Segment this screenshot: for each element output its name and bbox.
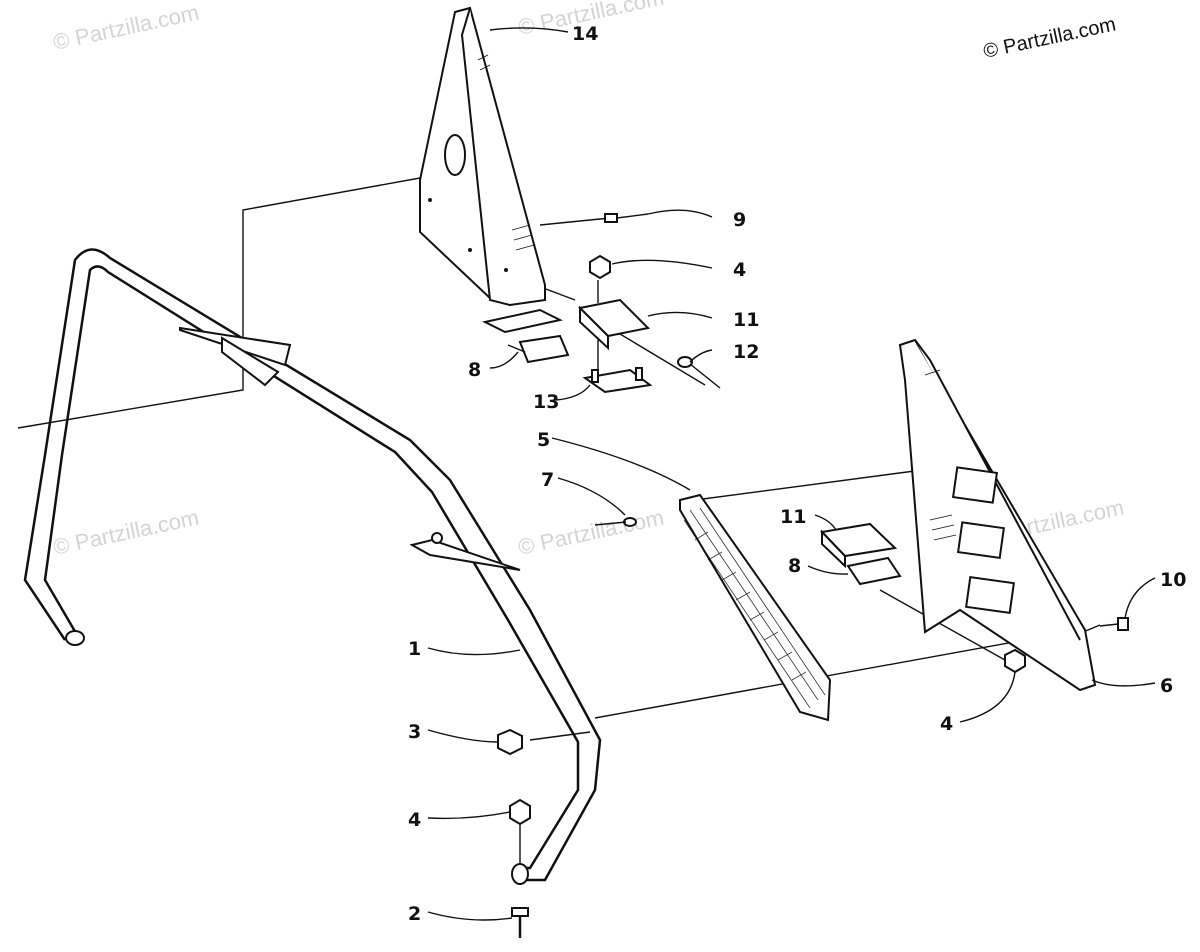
callout-8-lower: 8 — [788, 555, 801, 577]
callout-11-lower: 11 — [780, 506, 806, 528]
callout-5: 5 — [537, 429, 550, 451]
bracket-part-6 — [898, 338, 1097, 692]
callout-2: 2 — [408, 903, 421, 925]
callout-13: 13 — [533, 391, 559, 413]
callout-4-top: 4 — [733, 259, 746, 281]
leader-lines — [427, 27, 1156, 921]
callout-10: 10 — [1160, 569, 1186, 591]
watermark-main: © Partzilla.com — [981, 13, 1117, 63]
grille-part-5 — [679, 493, 832, 722]
callout-12: 12 — [733, 341, 759, 363]
callout-4-right: 4 — [940, 713, 953, 735]
callout-6: 6 — [1160, 675, 1173, 697]
callout-8-top: 8 — [468, 359, 481, 381]
hardware-parts — [497, 213, 1129, 938]
callout-9: 9 — [733, 209, 746, 231]
callout-1: 1 — [408, 638, 421, 660]
callout-3: 3 — [408, 721, 421, 743]
callout-4-lower: 4 — [408, 809, 421, 831]
callout-14: 14 — [572, 23, 598, 45]
callout-11-top: 11 — [733, 309, 759, 331]
bumper-tube-part-1 — [23, 248, 602, 885]
watermark-faint: © Partzilla.com — [51, 0, 201, 55]
callout-labels: 14 9 4 11 12 13 8 5 7 11 8 10 6 4 1 3 4 … — [408, 23, 1186, 925]
watermark-faint: © Partzilla.com — [51, 505, 201, 560]
watermark-faint: © Partzilla.com — [516, 505, 666, 560]
bracket-part-14 — [419, 6, 563, 334]
callout-7: 7 — [541, 469, 554, 491]
